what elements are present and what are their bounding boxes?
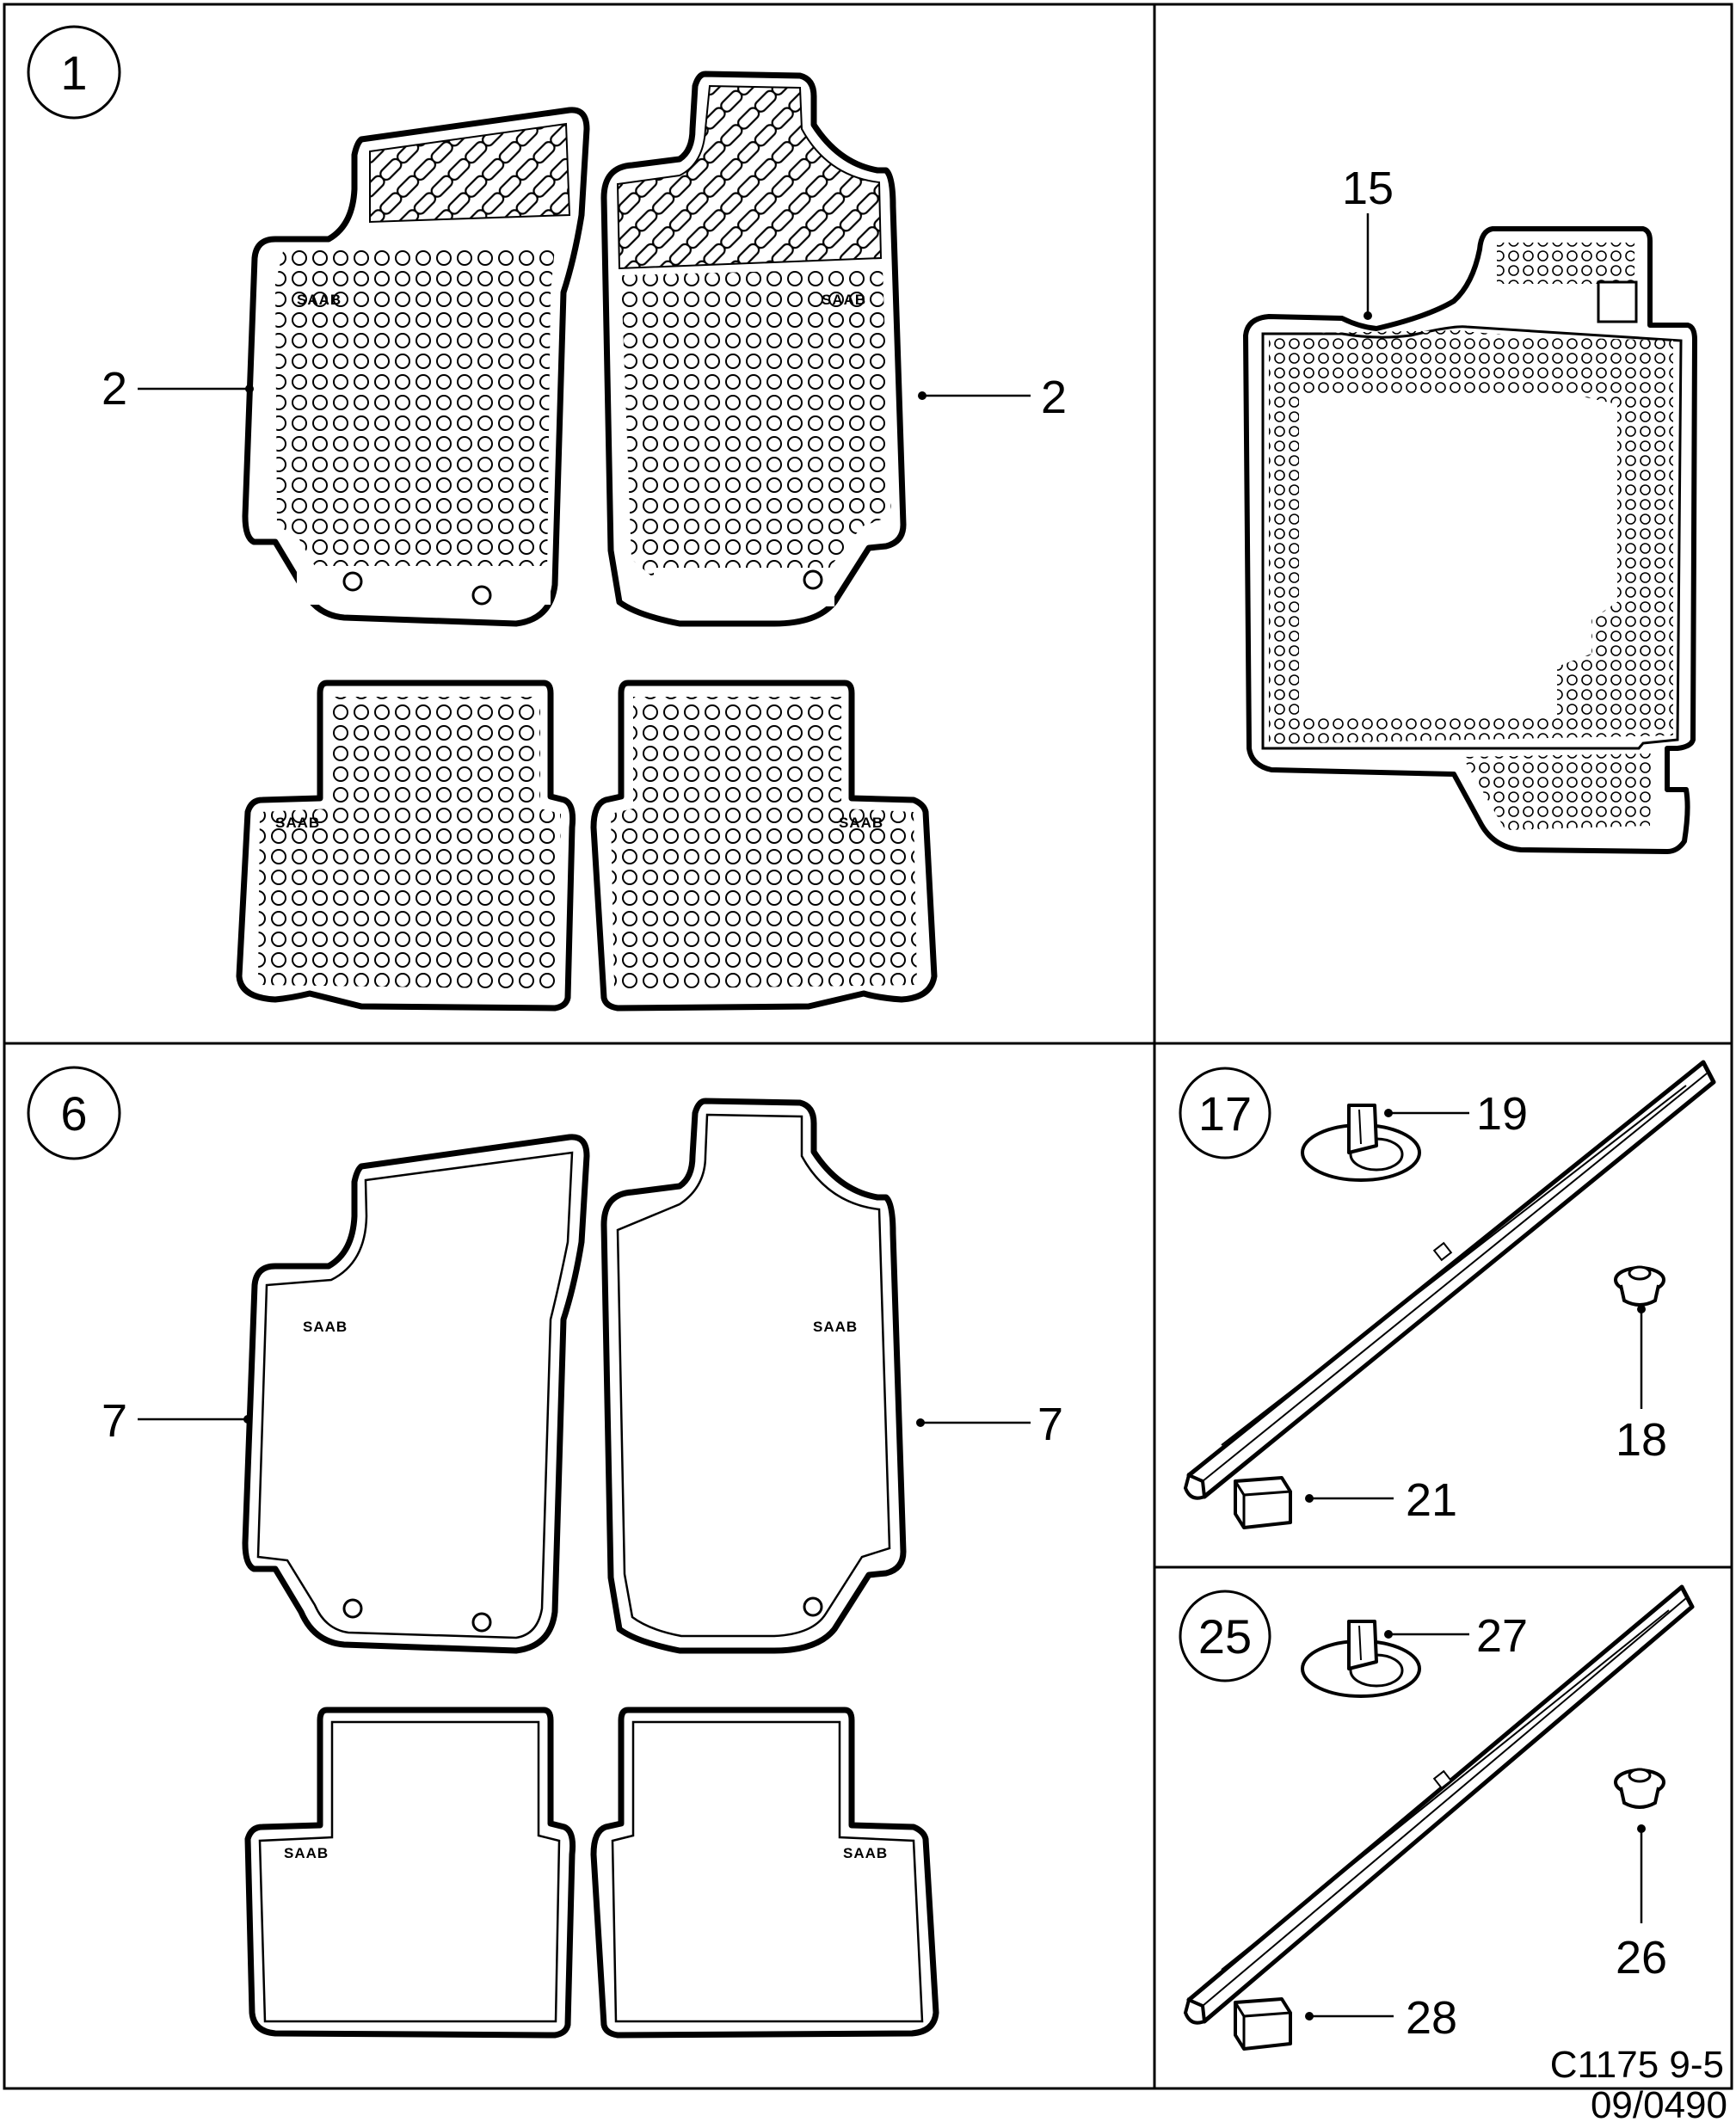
panel-frame xyxy=(3,3,1733,2090)
callout-15: 15 xyxy=(1342,163,1394,214)
grommet-26 xyxy=(1614,1768,1665,1809)
drawing-date: 09/0490 xyxy=(1591,2084,1727,2122)
callout-28: 28 xyxy=(1406,1992,1457,2044)
callout-2-left: 2 xyxy=(102,363,127,415)
front-left-rubber-mat: SAAB xyxy=(242,107,590,627)
panel-number-circle xyxy=(1179,1590,1271,1682)
sill-strip xyxy=(1183,1060,1716,1500)
panel-number-circle xyxy=(27,1066,121,1160)
sill-kit-panel-25: 25 27 26 28 xyxy=(1179,1584,1695,2051)
callout-19: 19 xyxy=(1476,1088,1528,1140)
drawing-code: C1175 9-5 xyxy=(1550,2044,1724,2086)
brand-logo: SAAB xyxy=(297,292,342,308)
clip-27 xyxy=(1301,1620,1421,1698)
sill-strip xyxy=(1183,1584,1695,2025)
brand-logo: SAAB xyxy=(822,292,866,308)
brand-logo: SAAB xyxy=(303,1319,348,1335)
panel-number-25: 25 xyxy=(1198,1609,1252,1664)
rear-right-textile-mat: SAAB xyxy=(590,1707,939,2039)
grommet-18 xyxy=(1614,1265,1665,1307)
block-21 xyxy=(1234,1476,1292,1529)
panel-number-1: 1 xyxy=(60,46,87,100)
front-right-rubber-mat: SAAB xyxy=(600,71,907,627)
textile-mats-panel: 6 SAAB SAAB SAAB SAAB 7 7 xyxy=(27,1066,1063,2039)
callout-2-right: 2 xyxy=(1041,372,1067,423)
callout-21: 21 xyxy=(1406,1474,1457,1526)
sill-kit-panel-17: 17 19 18 xyxy=(1179,1060,1716,1529)
brand-logo: SAAB xyxy=(284,1845,329,1861)
callout-27: 27 xyxy=(1476,1610,1528,1662)
panel-number-circle xyxy=(27,25,121,120)
front-left-textile-mat: SAAB xyxy=(242,1134,590,1654)
rear-left-textile-mat: SAAB xyxy=(244,1707,576,2039)
callout-7-left: 7 xyxy=(102,1395,127,1447)
callout-26: 26 xyxy=(1616,1932,1667,1984)
clip-19 xyxy=(1301,1104,1421,1182)
rear-left-rubber-mat: SAAB xyxy=(236,680,576,1012)
rear-right-rubber-mat: SAAB xyxy=(590,680,938,1012)
brand-logo: SAAB xyxy=(813,1319,858,1335)
callout-18: 18 xyxy=(1616,1414,1667,1466)
block-28 xyxy=(1234,1997,1292,2051)
rubber-mats-panel: 1 SAAB SAAB SAAB S xyxy=(27,25,1067,1012)
brand-logo: SAAB xyxy=(275,815,320,831)
brand-logo: SAAB xyxy=(839,815,883,831)
panel-number-circle xyxy=(1179,1067,1271,1159)
front-right-textile-mat: SAAB xyxy=(600,1098,907,1654)
panel-number-17: 17 xyxy=(1198,1086,1252,1141)
trunk-mat-panel: 15 xyxy=(1243,163,1697,854)
panel-number-6: 6 xyxy=(60,1086,87,1141)
callout-7-right: 7 xyxy=(1037,1399,1063,1450)
brand-logo: SAAB xyxy=(843,1845,888,1861)
